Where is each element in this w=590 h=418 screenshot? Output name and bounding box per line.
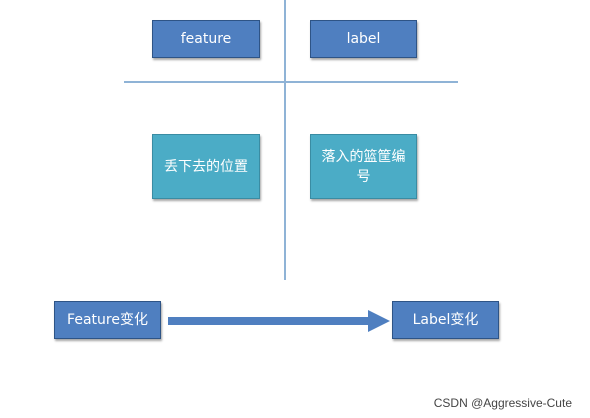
- drop-position-label: 丢下去的位置: [164, 158, 248, 175]
- label-label: label: [346, 31, 381, 47]
- arrow-head: [368, 310, 390, 332]
- horizontal-divider: [124, 81, 458, 83]
- label-change-label: Label变化: [412, 312, 479, 328]
- label-box: label: [310, 20, 417, 58]
- feature-change-label: Feature变化: [67, 312, 148, 328]
- arrow-shaft: [168, 317, 372, 325]
- feature-change-box: Feature变化: [54, 301, 161, 339]
- watermark: CSDN @Aggressive-Cute: [433, 396, 572, 410]
- basket-number-label: 落入的篮筐编号: [321, 148, 406, 185]
- basket-number-box: 落入的篮筐编号: [310, 134, 417, 199]
- feature-box: feature: [152, 20, 260, 58]
- right-arrow-icon: [168, 310, 390, 332]
- feature-label: feature: [180, 31, 232, 47]
- label-change-box: Label变化: [392, 301, 499, 339]
- drop-position-box: 丢下去的位置: [152, 134, 260, 199]
- vertical-divider: [284, 0, 286, 280]
